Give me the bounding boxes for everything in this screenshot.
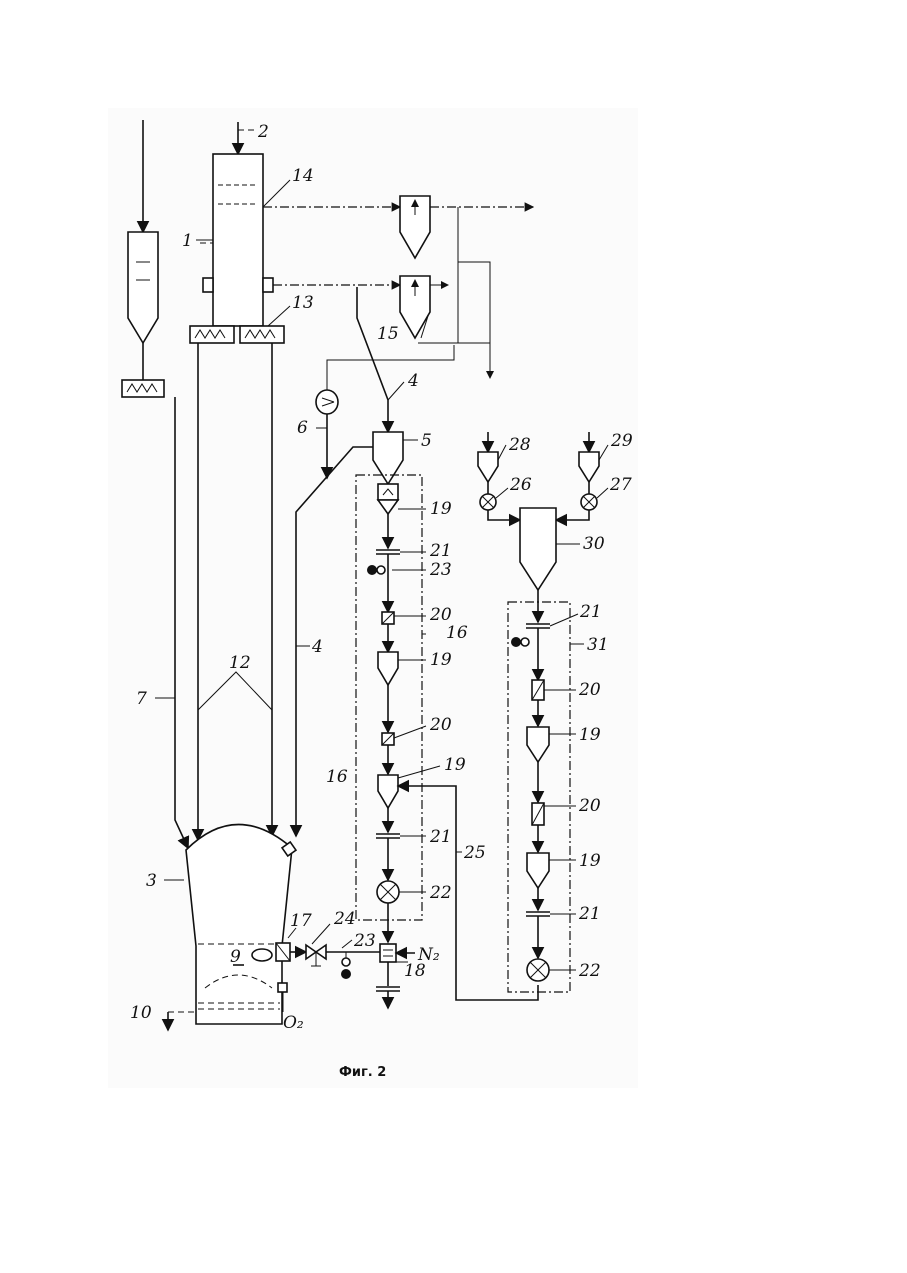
- hopper-5: [373, 432, 403, 484]
- label-21-a: 21: [429, 541, 452, 561]
- label-2: 2: [257, 122, 269, 142]
- label-16-b: 16: [326, 767, 348, 787]
- enclosure-31: [508, 602, 570, 992]
- heater-coils-13: [190, 326, 284, 343]
- column-1: [200, 122, 273, 326]
- label-6: 6: [297, 418, 308, 438]
- label-28: 28: [508, 435, 531, 455]
- enclosure-16: [356, 475, 422, 920]
- label-21-c: 21: [579, 602, 602, 622]
- discharge-right: [458, 262, 490, 378]
- label-4-lower: 4: [311, 637, 323, 657]
- label-31: 31: [587, 635, 609, 655]
- label-26: 26: [509, 475, 532, 495]
- label-23-a: 23: [429, 560, 452, 580]
- label-16-a: 16: [446, 623, 468, 643]
- label-14: 14: [292, 166, 314, 186]
- figure-caption: Фиг. 2: [339, 1065, 386, 1080]
- hopper-29: [556, 432, 599, 520]
- label-27: 27: [609, 475, 632, 495]
- label-23-b: 23: [353, 931, 376, 951]
- label-20-a: 20: [429, 605, 452, 625]
- label-1: 1: [182, 231, 193, 251]
- label-5: 5: [421, 431, 432, 451]
- chain-31: [511, 624, 550, 981]
- label-21-b: 21: [429, 827, 452, 847]
- mixing-vessel-30: [520, 508, 556, 622]
- label-30: 30: [583, 534, 605, 554]
- label-18: 18: [404, 961, 426, 981]
- label-15: 15: [377, 324, 399, 344]
- chain-16: [367, 484, 400, 942]
- label-9: 9: [230, 947, 241, 967]
- left-heater-coil: [122, 380, 164, 397]
- left-feed-hopper: [128, 120, 158, 380]
- label-7: 7: [136, 689, 147, 709]
- label-12: 12: [229, 653, 251, 673]
- label-3: 3: [146, 871, 157, 891]
- label-19-b: 19: [430, 650, 452, 670]
- cyclone-15: [400, 276, 430, 338]
- pressure-sensor-23b: [341, 952, 351, 979]
- leader-12: [198, 672, 272, 710]
- label-10: 10: [130, 1003, 152, 1023]
- label-20-d: 20: [578, 796, 601, 816]
- label-20-b: 20: [429, 715, 452, 735]
- o2-valve: [278, 983, 287, 992]
- label-21-d: 21: [578, 904, 601, 924]
- line-7: [175, 397, 188, 848]
- label-20-c: 20: [578, 680, 601, 700]
- label-22-a: 22: [429, 883, 452, 903]
- fan-line: [327, 345, 454, 390]
- label-25: 25: [463, 843, 486, 863]
- label-19-d: 19: [579, 725, 601, 745]
- upper-cyclone: [400, 196, 430, 258]
- reactor-3: [186, 824, 296, 1024]
- label-24: 24: [333, 909, 356, 929]
- injector-17: [276, 943, 290, 961]
- label-29: 29: [610, 431, 633, 451]
- label-19-c: 19: [444, 755, 466, 775]
- label-17: 17: [290, 911, 312, 931]
- label-19-a: 19: [430, 499, 452, 519]
- label-19-e: 19: [579, 851, 601, 871]
- label-22-b: 22: [578, 961, 601, 981]
- label-13: 13: [292, 293, 314, 313]
- label-4-upper: 4: [407, 371, 419, 391]
- valve-24: [306, 945, 326, 966]
- label-o2: O₂: [283, 1013, 304, 1033]
- fan-6: [316, 390, 338, 414]
